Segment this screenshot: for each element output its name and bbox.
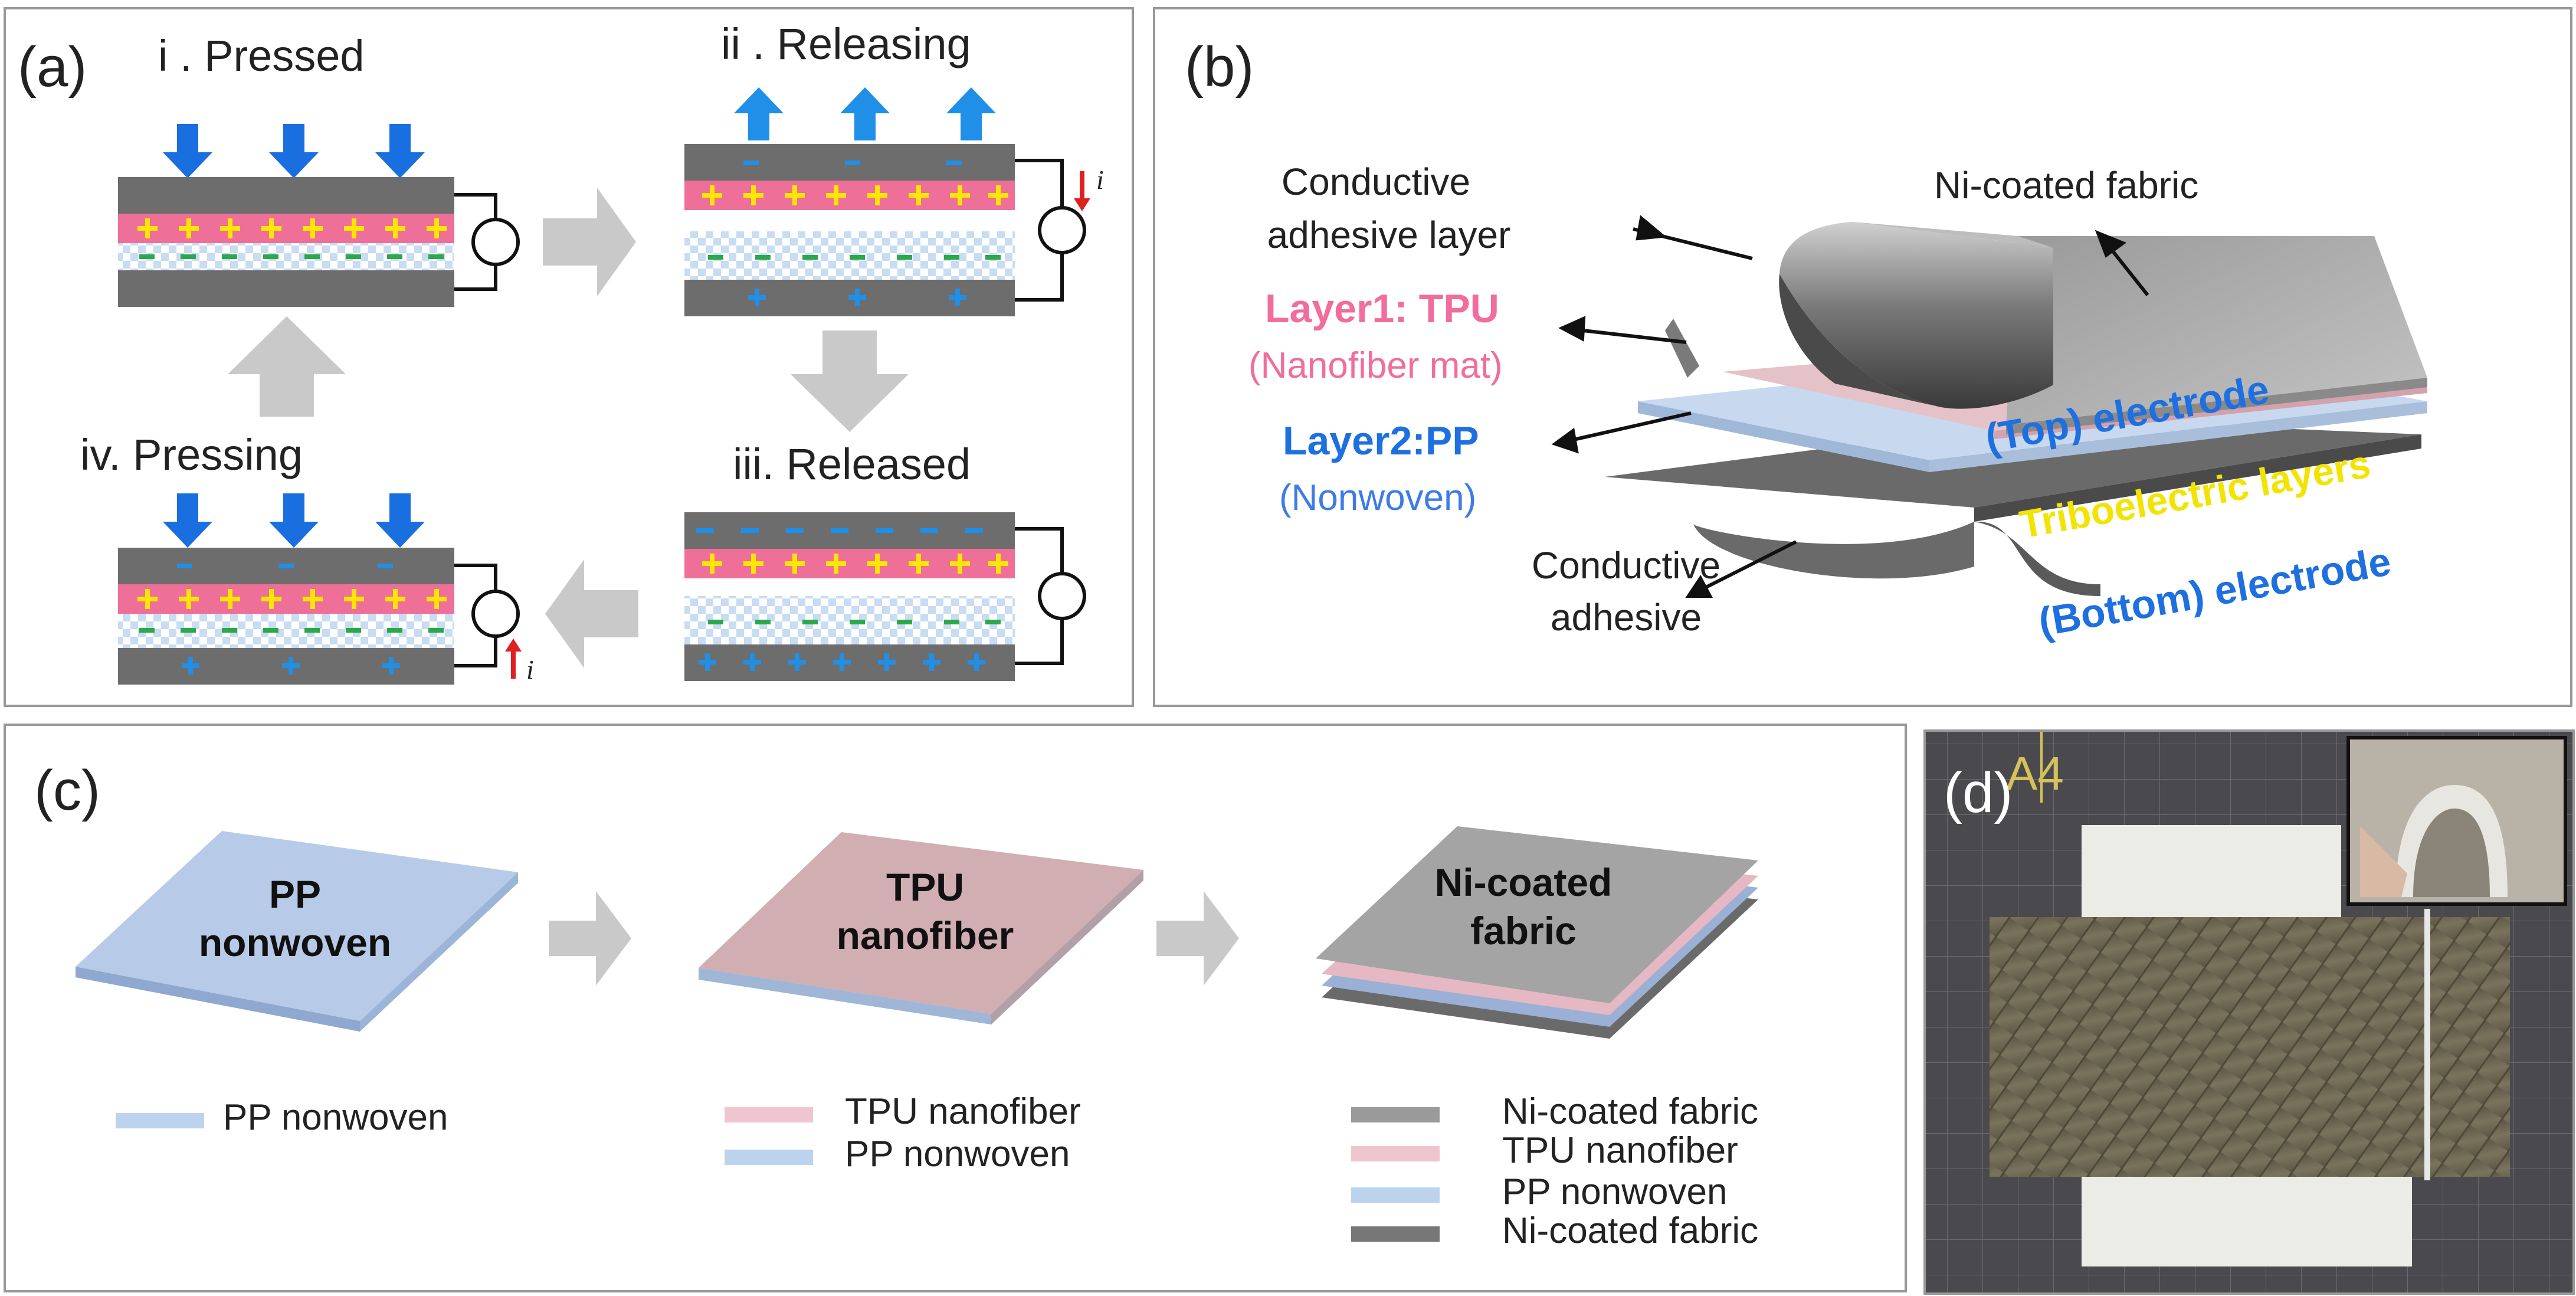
legend2-swatch-pp [725, 1150, 813, 1165]
step3-label-line2: fabric [1470, 909, 1577, 953]
panel-b-frame [1153, 7, 2572, 707]
label-conductive-adhesive-layer-2: adhesive layer [1267, 214, 1511, 256]
flow-arrow-c1 [549, 891, 631, 986]
legend3-item-pp: PP nonwoven [1502, 1171, 1727, 1212]
layered-device-illustration [1605, 222, 2427, 596]
legend3-swatch-ni-top [1351, 1107, 1440, 1122]
step1-label-line1: PP [269, 872, 321, 916]
legend3-swatch-ni-bottom [1351, 1226, 1440, 1242]
panel-a-label: (a) [18, 35, 87, 99]
pp-nonwoven-sheet [76, 831, 518, 1032]
current-arrow-up [505, 639, 522, 679]
stage-pressed-device [118, 124, 520, 307]
panel-a-frame [4, 7, 1134, 707]
legend1-item-pp: PP nonwoven [223, 1097, 448, 1138]
stage-pressing-label: iv. Pressing [80, 430, 303, 479]
panel-c-frame [4, 724, 1907, 1292]
panel-c-label: (c) [34, 759, 100, 822]
paper-mark-a4: A4 [2006, 747, 2064, 800]
flow-arrow-up [228, 316, 346, 417]
press-arrows [163, 124, 425, 178]
current-label-iv: i [526, 654, 534, 685]
panel-b-label: (b) [1185, 35, 1254, 99]
flow-arrow-right [543, 188, 636, 296]
stage-released-label: iii. Released [733, 440, 971, 489]
tpu-nanofiber-sheet [699, 832, 1143, 1025]
label-conductive-adhesive-1: Conductive [1532, 544, 1720, 587]
legend3-swatch-pp [1351, 1187, 1440, 1203]
legend2-swatch-tpu [725, 1107, 813, 1122]
panel-d-label: (d) [1944, 761, 2013, 824]
label-nanofiber-mat: (Nanofiber mat) [1248, 345, 1503, 386]
flow-arrow-left [545, 559, 638, 668]
legend3-item-ni-bottom: Ni-coated fabric [1502, 1210, 1758, 1251]
legend2-item-pp: PP nonwoven [845, 1134, 1070, 1174]
negative-charges [139, 254, 444, 259]
release-arrows [734, 87, 996, 140]
legend1-swatch-pp [116, 1113, 204, 1128]
legend3-swatch-tpu [1351, 1146, 1440, 1161]
label-nonwoven: (Nonwoven) [1279, 477, 1476, 518]
stage-pressed-label: i . Pressed [158, 31, 365, 80]
ni-coated-fabric-stack [1316, 826, 1758, 1039]
step3-label-line1: Ni-coated [1435, 860, 1613, 904]
stage-pressing-device: i [118, 493, 534, 685]
label-conductive-adhesive-layer-1: Conductive [1282, 161, 1470, 203]
step2-label-line1: TPU [886, 865, 964, 909]
stage-releasing-label: ii . Releasing [721, 19, 971, 68]
stage-released-device [684, 512, 1086, 681]
callout-arrows [1551, 215, 2149, 598]
label-layer1-tpu: Layer1: TPU [1265, 286, 1499, 331]
legend3-item-tpu: TPU nanofiber [1502, 1130, 1738, 1171]
label-bottom-electrode: (Bottom) electrode [2035, 539, 2394, 645]
positive-charges [137, 218, 447, 238]
label-layer2-pp: Layer2:PP [1283, 418, 1479, 463]
flow-arrow-c2 [1156, 891, 1239, 986]
panel-d-photo: A4 (d) [1923, 729, 2575, 1295]
label-conductive-adhesive-2: adhesive [1551, 596, 1702, 639]
flow-arrow-down [791, 330, 909, 432]
step1-label-line2: nonwoven [199, 921, 391, 964]
label-ni-coated-fabric: Ni-coated fabric [1934, 164, 2198, 207]
stage-releasing-device: i [684, 87, 1104, 316]
current-arrow-down [1074, 171, 1090, 211]
legend2-item-tpu: TPU nanofiber [845, 1091, 1081, 1132]
current-label-ii: i [1096, 165, 1104, 195]
load-circle [471, 218, 520, 266]
step2-label-line2: nanofiber [837, 914, 1014, 957]
legend3-item-ni-top: Ni-coated fabric [1502, 1091, 1758, 1132]
